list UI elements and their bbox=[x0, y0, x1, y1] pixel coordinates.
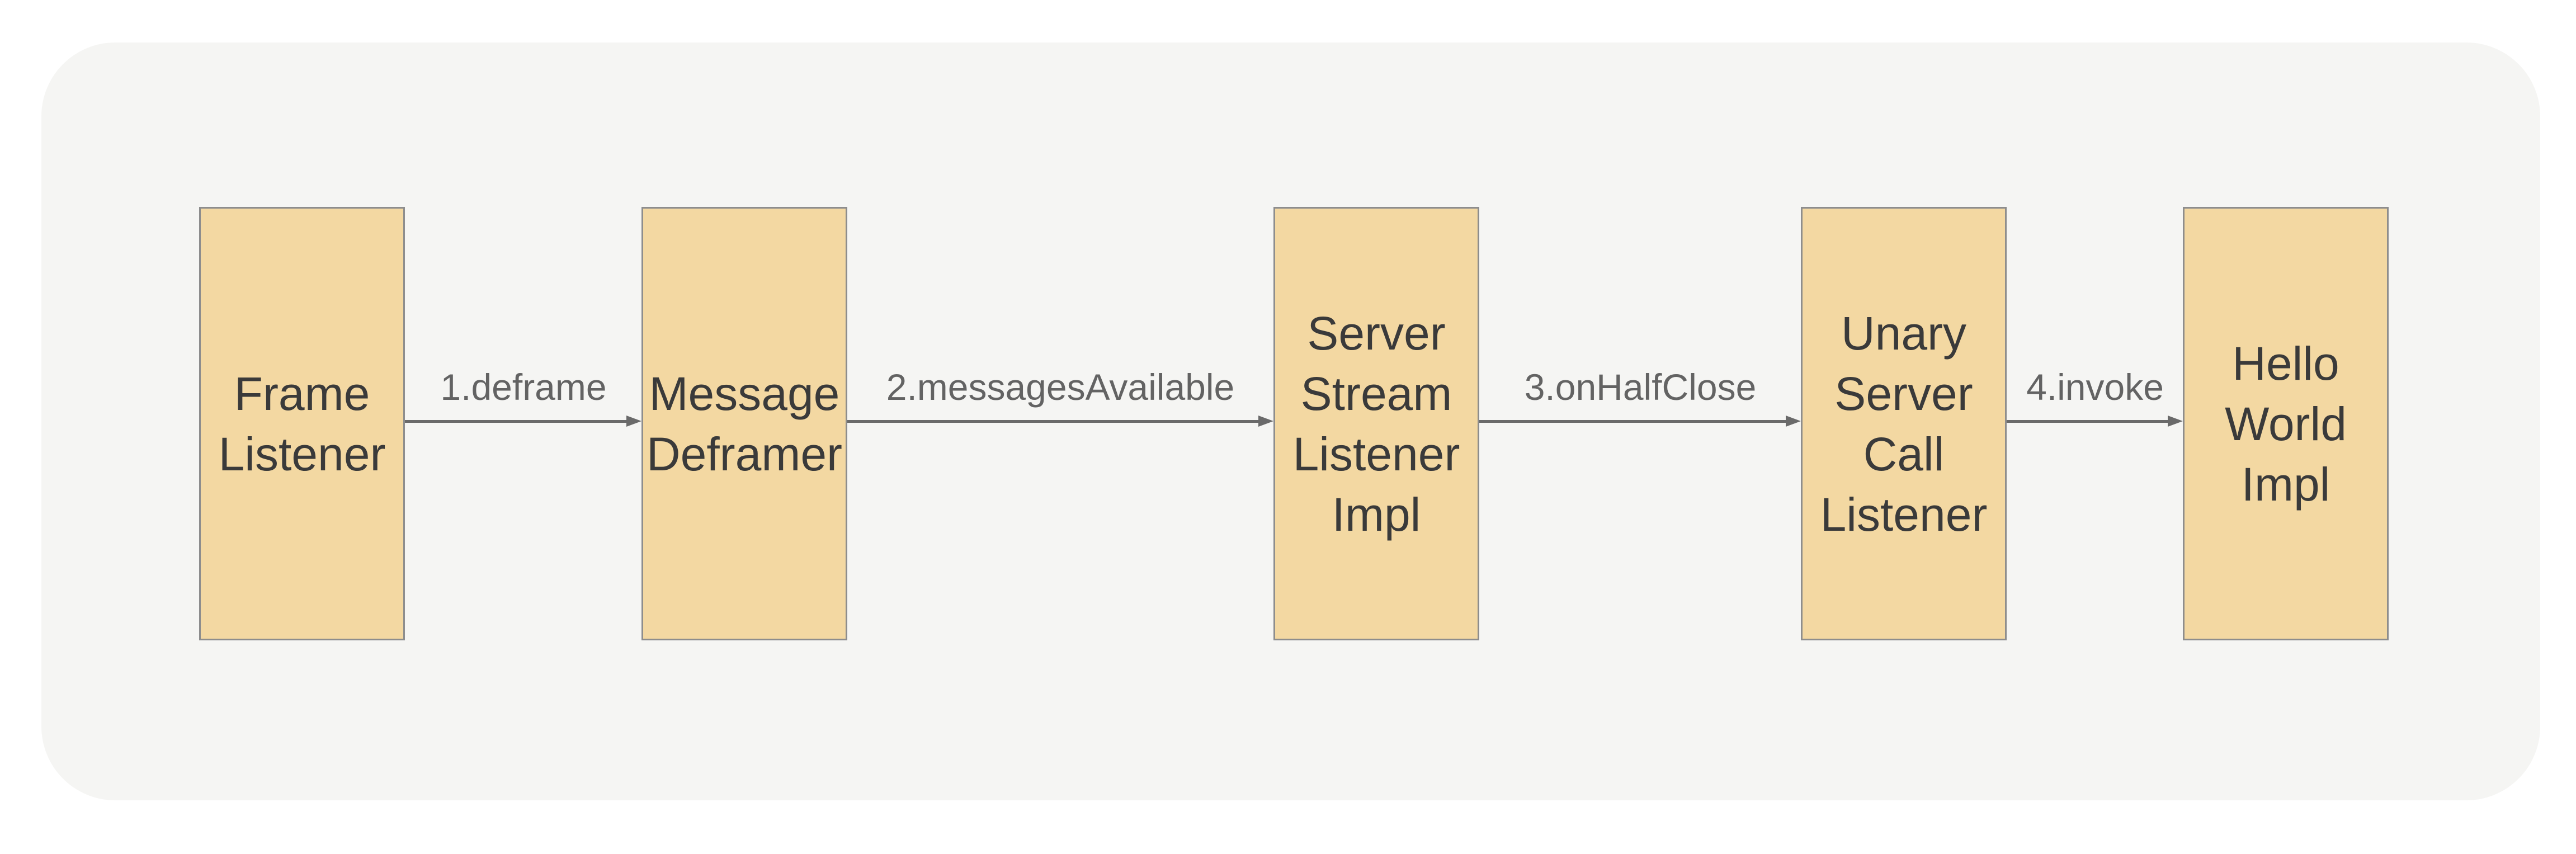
node-server-stream-listener-impl-label: Server Stream Listener Impl bbox=[1292, 306, 1460, 541]
edge-arrowhead-icon-invoke bbox=[2168, 416, 2183, 427]
node-message-deframer-label: Message Deframer bbox=[646, 367, 843, 480]
edge-arrowhead-icon-deframe bbox=[626, 416, 641, 427]
node-unary-server-call-listener-label: Unary Server Call Listener bbox=[1820, 306, 1988, 541]
edge-label-messages-available: 2.messagesAvailable bbox=[886, 366, 1235, 408]
edge-line-on-half-close bbox=[1479, 420, 1787, 423]
edge-line-deframe bbox=[405, 420, 628, 423]
edge-label-on-half-close: 3.onHalfClose bbox=[1524, 366, 1757, 408]
node-frame-listener: Frame Listener bbox=[199, 207, 405, 640]
edge-label-invoke: 4.invoke bbox=[2026, 366, 2164, 408]
node-message-deframer: Message Deframer bbox=[641, 207, 847, 640]
edge-label-deframe: 1.deframe bbox=[440, 366, 607, 408]
edge-arrowhead-icon-on-half-close bbox=[1786, 416, 1801, 427]
node-hello-world-impl: Hello World Impl bbox=[2183, 207, 2389, 640]
edge-line-messages-available bbox=[847, 420, 1259, 423]
node-unary-server-call-listener: Unary Server Call Listener bbox=[1801, 207, 2007, 640]
node-server-stream-listener-impl: Server Stream Listener Impl bbox=[1273, 207, 1479, 640]
node-frame-listener-label: Frame Listener bbox=[218, 367, 386, 480]
edge-line-invoke bbox=[2007, 420, 2169, 423]
edge-arrowhead-icon-messages-available bbox=[1258, 416, 1273, 427]
node-hello-world-impl-label: Hello World Impl bbox=[2225, 337, 2347, 511]
